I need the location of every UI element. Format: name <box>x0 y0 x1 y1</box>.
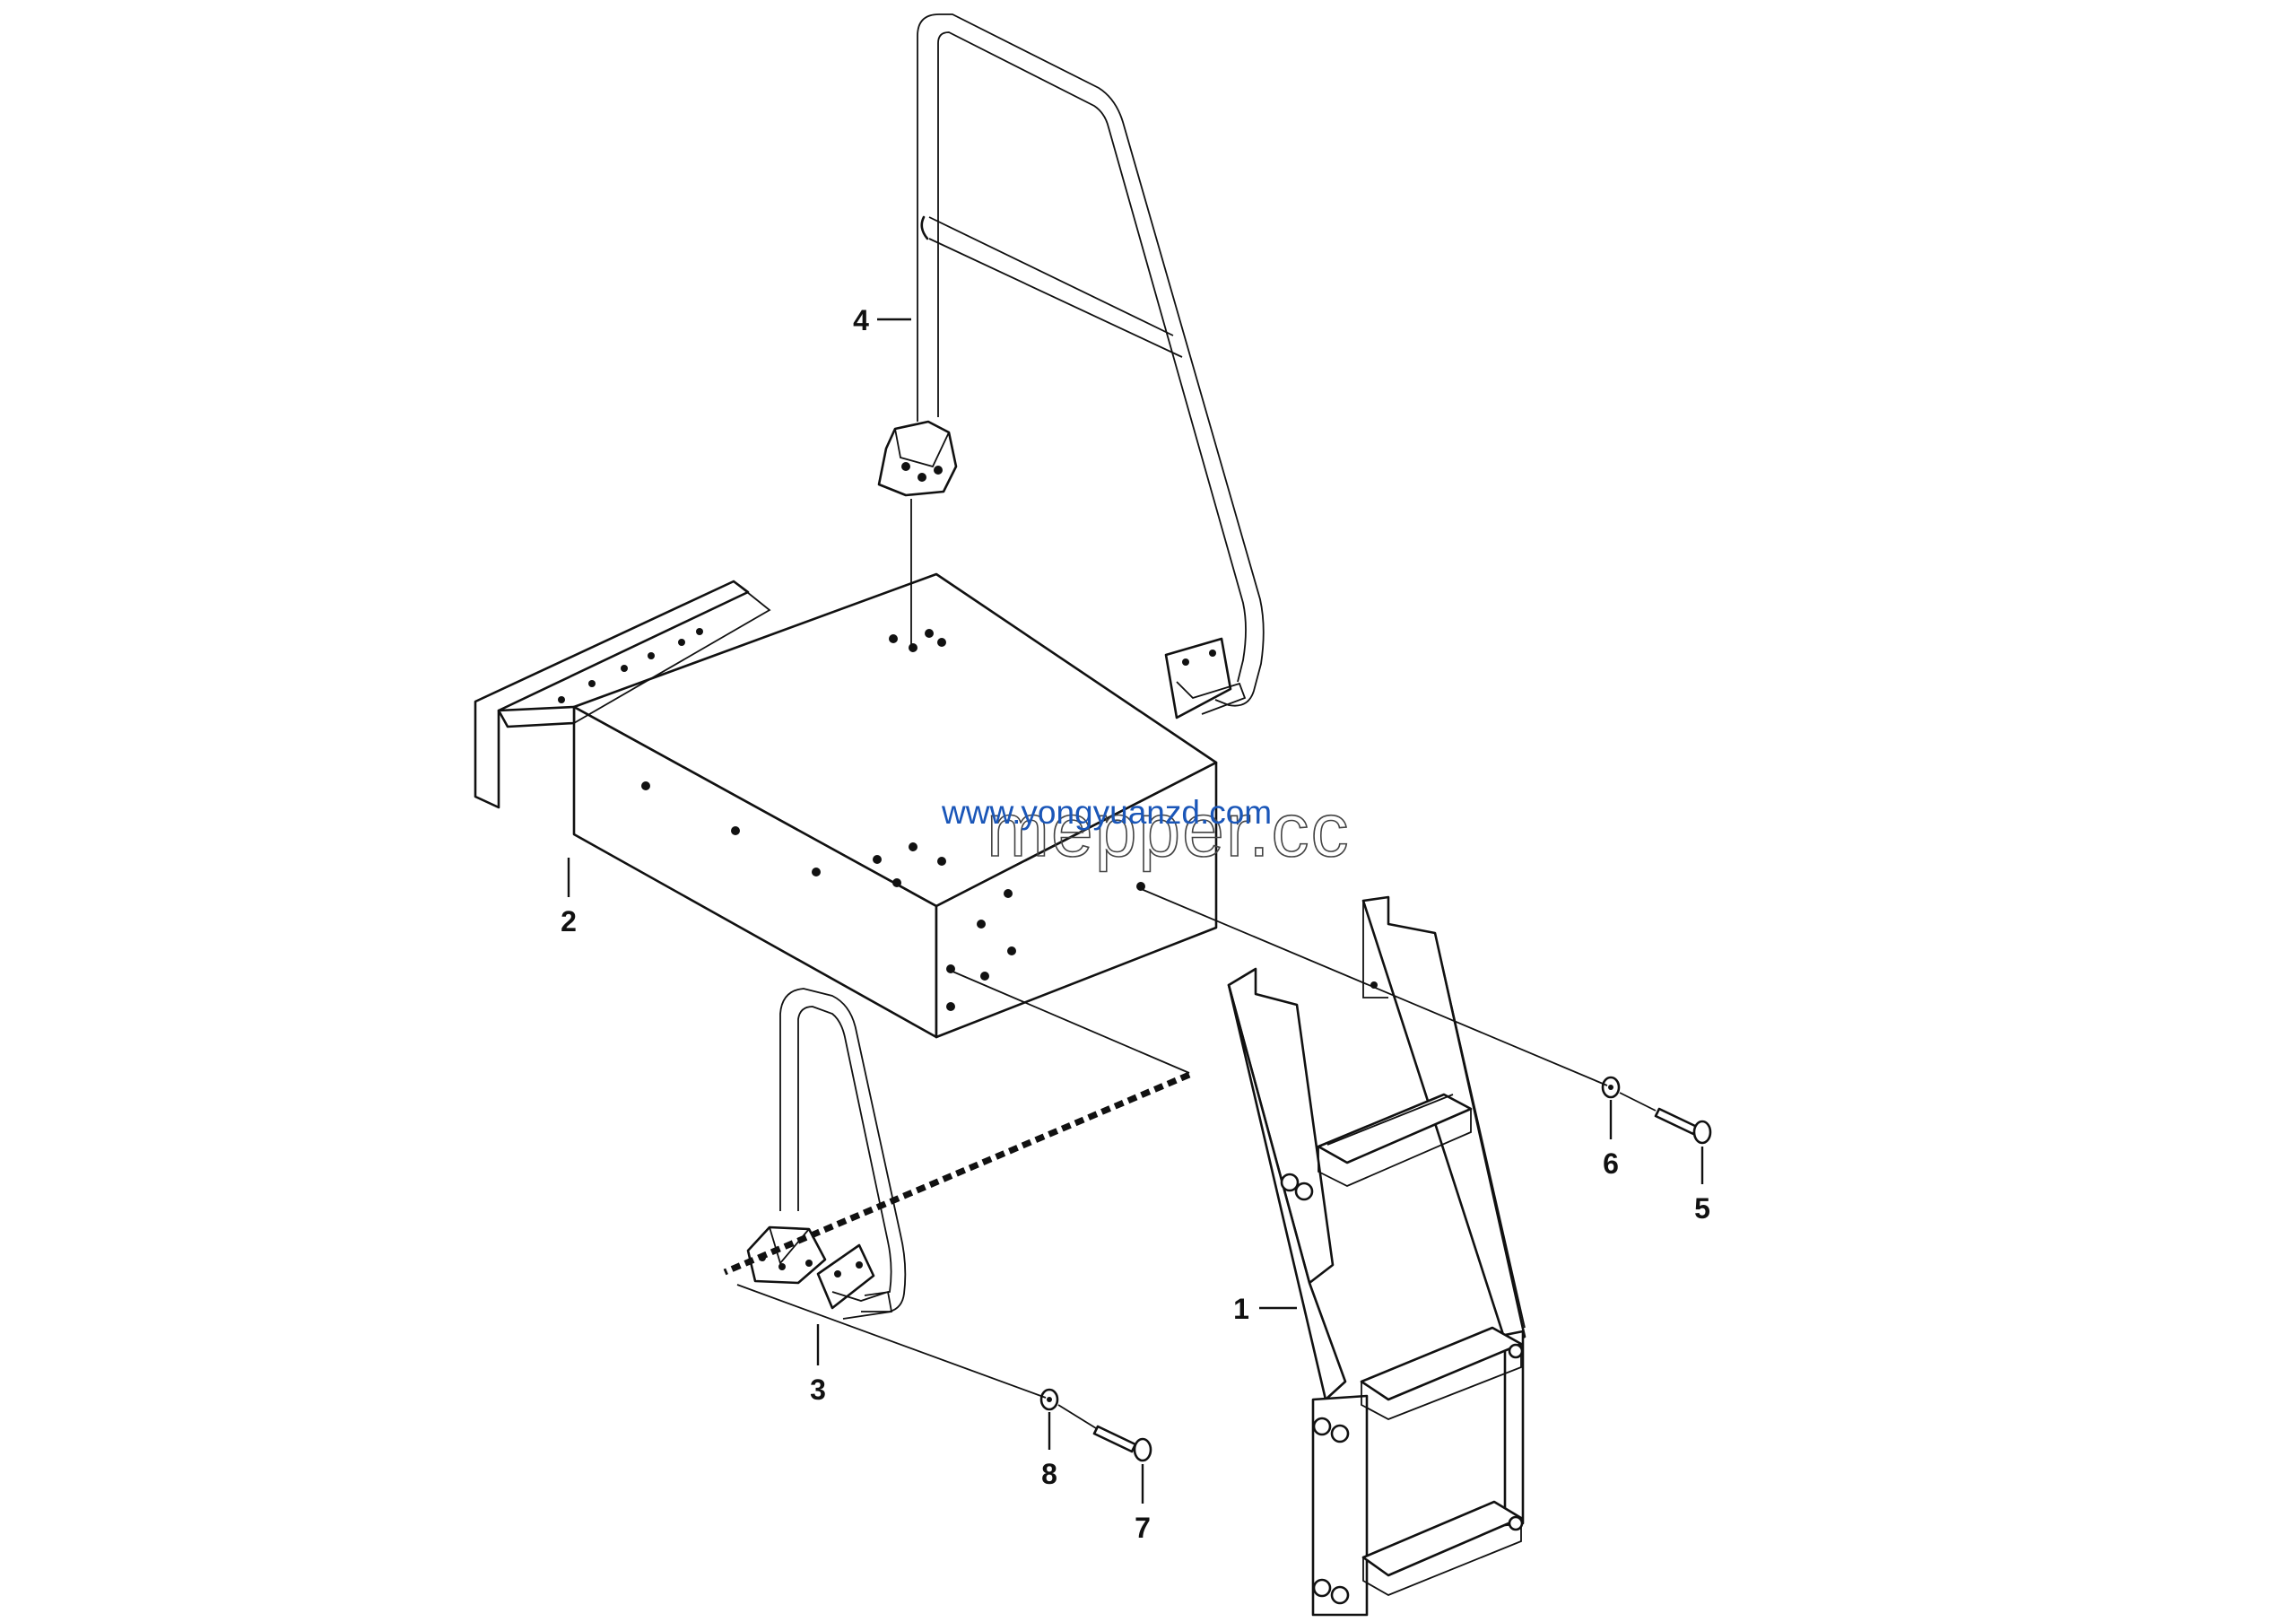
washer-part-8 <box>1039 1388 1059 1411</box>
callout-4: 4 <box>853 304 911 336</box>
svg-text:7: 7 <box>1135 1512 1151 1544</box>
svg-text:5: 5 <box>1694 1192 1710 1225</box>
watermark-brand: mepper.cc <box>987 788 1351 872</box>
bolt-part-5 <box>1654 1107 1712 1145</box>
callout-1: 1 <box>1233 1293 1297 1325</box>
grab-handle-part-3 <box>746 988 907 1320</box>
watermark-url: www.yongyuanzd.com <box>941 794 1272 831</box>
svg-text:1: 1 <box>1233 1293 1249 1325</box>
callout-8: 8 <box>1041 1412 1057 1490</box>
callout-3: 3 <box>810 1324 826 1406</box>
callout-2: 2 <box>561 858 577 937</box>
callout-7: 7 <box>1135 1464 1151 1544</box>
platform-box-part-2 <box>474 572 1218 1039</box>
svg-text:3: 3 <box>810 1373 826 1406</box>
handrail-part-4 <box>877 13 1265 719</box>
washer-part-6 <box>1601 1076 1621 1099</box>
svg-text:4: 4 <box>853 304 869 336</box>
svg-text:2: 2 <box>561 905 577 937</box>
assembly-lines <box>723 499 1657 1429</box>
svg-text:6: 6 <box>1603 1147 1619 1180</box>
ladder-part-1 <box>1227 895 1526 1617</box>
bolt-part-7 <box>1092 1425 1152 1462</box>
callout-5: 5 <box>1694 1147 1710 1225</box>
svg-text:8: 8 <box>1041 1458 1057 1490</box>
callout-6: 6 <box>1603 1100 1619 1180</box>
